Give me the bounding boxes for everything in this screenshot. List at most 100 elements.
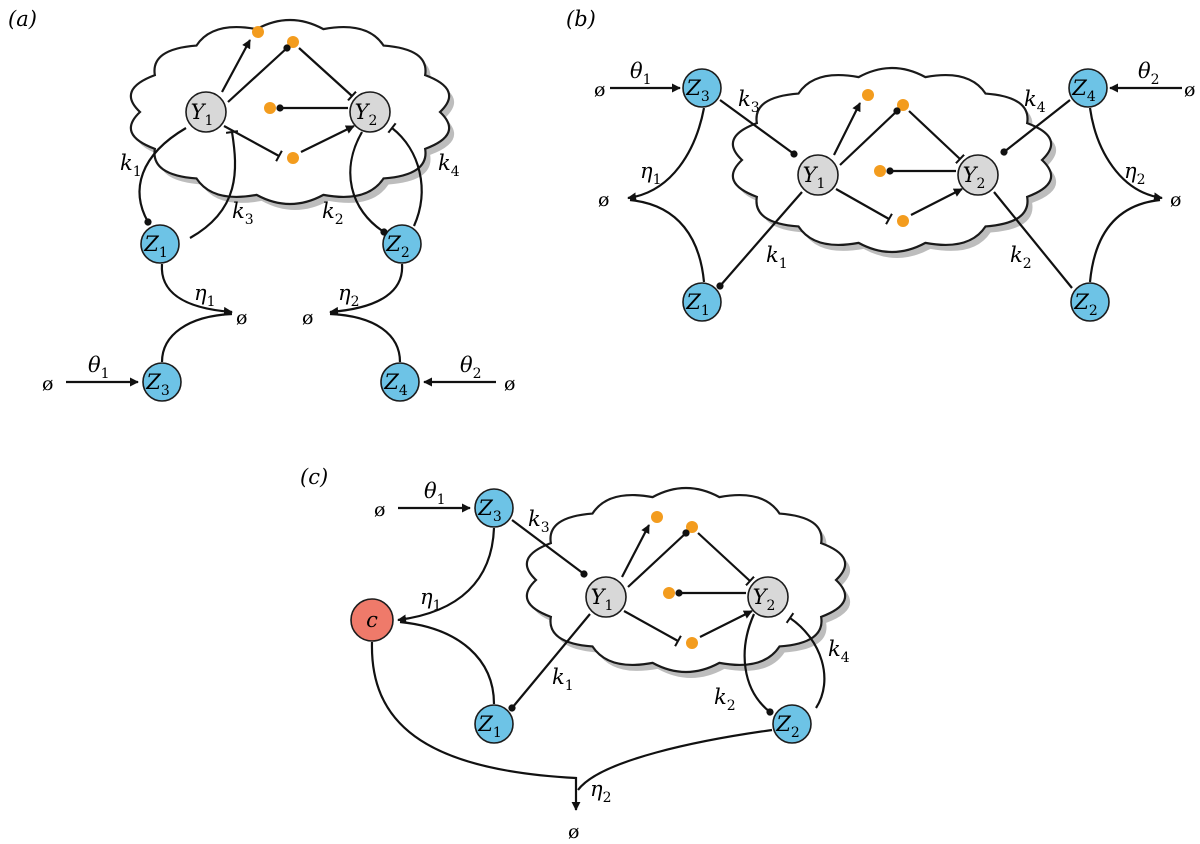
panel-b-rate-theta2: θ2 [1138,59,1160,88]
panel-c-edge-k1 [508,613,591,712]
panel-b-node-z3: Z3 [682,68,722,108]
panel-a-node-z4-label: Z4 [383,370,408,399]
panel-a-cloud [129,19,455,210]
panel-a-rate-k1: k1 [120,151,142,180]
panel-a-node-z2: Z2 [382,224,422,264]
panel-b-node-y2: Y2 [957,154,999,196]
panel-c-edge-z1-to-c [399,620,496,705]
panel-b-dot-top-right [897,99,909,111]
panel-c-edge-dot2-y2 [697,532,755,587]
panel-c-dot-top-right [686,521,698,533]
panel-b-empty-decay-right: ø [1170,189,1181,211]
panel-a-edge-dot2-y2 [298,47,357,102]
panel-b-node-y1-label: Y1 [803,163,826,192]
panel-c-rate-k1: k1 [552,665,574,694]
panel-b-edge-z4-decay [1088,107,1163,202]
panel-b-rate-k3: k3 [738,87,760,116]
panel-c-edge-y1-dot4 [623,610,682,647]
panel-a-label: (a) [8,7,37,31]
panel-a-rate-k3: k3 [232,199,254,228]
panel-c-node-z3: Z3 [474,488,514,528]
panel-a-node-z2-label: Z2 [385,232,410,261]
panel-c-node-z1-label: Z1 [477,712,502,741]
panel-b-rate-eta1: η1 [640,159,662,188]
panel-a-dot-middle [264,102,276,114]
panel-a-empty-z1z3: ø [236,307,247,329]
panel-b-dot-top-left [862,89,874,101]
panel-c-edge-y1-dot2 [627,529,690,588]
panel-c-edge-z2-decay [577,728,773,791]
panel-c-edge-k4 [785,612,826,709]
panel-b-empty-theta2: ø [1184,79,1195,101]
panel-a-edge-k2 [349,131,388,236]
panel-a-edge-y1-dot1 [221,39,251,93]
panel-b-rate-theta1: θ1 [630,59,652,88]
panel-a-rate-eta2: η2 [338,281,360,310]
panel-c-label: (c) [300,465,328,489]
panel-b-rate-k4: k4 [1024,87,1046,116]
panel-a-node-z1-label: Z1 [143,232,168,261]
panel-a-edge-z4-decay [329,312,402,363]
panel-a-edge-z1-decay [160,263,233,316]
panel-b-empty-theta1: ø [594,79,605,101]
panel-b-edge-z2-decay [1088,198,1161,283]
panel-a-node-y2: Y2 [349,91,391,133]
panel-a-edge-z2-decay [329,263,404,316]
panel-c-rate-k2: k2 [714,685,736,714]
panel-a-edge-dot4-y2 [300,125,355,153]
panel-a-node-z4: Z4 [380,362,420,402]
panel-c-cloud [525,487,851,678]
panel-b-node-z1-label: Z1 [685,290,710,319]
panel-c-dot-top-left [651,511,663,523]
panel-b-edge-k2 [993,191,1073,289]
panel-c-empty-theta1: ø [374,499,385,521]
panel-a-dot-top-right [287,36,299,48]
panel-c-edge-z3-to-c [397,527,496,624]
panel-c-node-z3-label: Z3 [477,496,502,525]
panel-a-node-z3: Z3 [142,362,182,402]
panel-c-node-z2: Z2 [772,704,812,744]
panel-a-edge-k4 [387,122,423,227]
panel-b-empty-decay-left: ø [598,189,609,211]
panel-a-rate-theta1: θ1 [88,353,110,382]
panel-b-dot-bottom [897,215,909,227]
panel-b-edge-z3-decay [627,107,706,202]
panel-b-node-z3-label: Z3 [685,76,710,105]
panel-c-node-y1: Y1 [585,576,627,618]
panel-c-edge-y1-dot1 [621,524,650,578]
panel-a-empty-z2z4: ø [302,307,313,329]
panel-b-edge-y1-dot4 [835,188,893,225]
panel-c-rate-theta1: θ1 [424,479,446,508]
panel-a-node-y1: Y1 [185,91,227,133]
panel-b-label: (b) [566,7,596,31]
panel-c-rate-eta2: η2 [590,777,612,806]
panel-b-node-z4-label: Z4 [1071,76,1096,105]
panel-a-node-z3-label: Z3 [145,370,170,399]
panel-c-rate-eta1: η1 [420,585,442,614]
panel-b-node-z2-label: Z2 [1073,290,1098,319]
panel-c-dot-bottom [686,637,698,649]
panel-b-edge-y1-dot2 [839,107,901,166]
panel-a-dot-top-left [252,26,264,38]
panel-c-node-z1: Z1 [474,704,514,744]
panel-b-node-z4: Z4 [1068,68,1108,108]
panel-a-dot-bottom [287,152,299,164]
panel-b-node-y2-label: Y2 [963,163,986,192]
panel-c-edge-k2 [743,613,774,716]
panel-a-edge-k1 [138,127,187,226]
panel-a-rate-k4: k4 [438,151,460,180]
panel-c-node-y2: Y2 [747,576,789,618]
panel-b-cloud [731,67,1057,258]
panel-b-edge-y1-dot1 [833,102,861,156]
panel-b-edge-z1-decay [629,198,706,283]
panel-a-node-y1-label: Y1 [191,100,214,129]
panel-a-empty-theta1: ø [42,373,53,395]
panel-b-node-y1: Y1 [797,154,839,196]
panel-b-dot-middle [874,165,886,177]
panel-b-edge-k1 [716,191,803,290]
panel-b-edge-k3 [719,99,798,158]
panel-c-node-c: c [350,598,394,642]
panel-c-edge-k3 [511,519,588,578]
panel-a-edge-z3-decay [160,312,233,363]
